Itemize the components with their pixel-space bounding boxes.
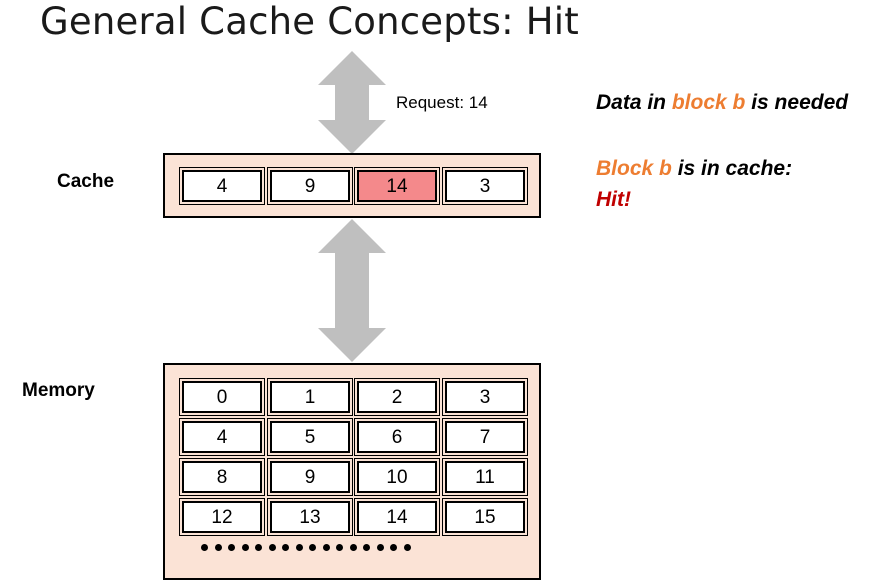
memory-block: 8: [179, 458, 265, 496]
cache-block: 9: [267, 167, 353, 205]
ellipsis-dot-icon: [282, 543, 289, 551]
memory-block: 13: [267, 498, 353, 536]
memory-block: 12: [179, 498, 265, 536]
ellipsis-dot-icon: [336, 543, 343, 551]
ellipsis-dot-icon: [349, 543, 357, 551]
note-data-needed-text-2: is needed: [745, 91, 849, 114]
cache-block: 4: [179, 167, 265, 205]
memory-block: 0: [179, 378, 265, 416]
memory-block: 11: [442, 458, 528, 496]
ellipsis-dot-icon: [322, 543, 330, 551]
memory-block: 9: [267, 458, 353, 496]
transfer-arrow-icon: [318, 219, 386, 362]
ellipsis-dot-icon: [241, 543, 249, 551]
memory-block: 6: [354, 418, 440, 456]
note-in-cache-text: is in cache:: [671, 157, 793, 180]
memory-block: 14: [354, 498, 440, 536]
memory-block: 5: [267, 418, 353, 456]
cache-label: Cache: [57, 171, 115, 192]
ellipsis-dot-icon: [376, 543, 384, 551]
ellipsis-dot-icon: [403, 543, 411, 551]
ellipsis-dot-icon: [295, 543, 303, 551]
ellipsis-dot-icon: [228, 543, 235, 551]
ellipsis-dot-icon: [309, 543, 316, 551]
memory-label: Memory: [22, 380, 95, 401]
note-data-needed: Data in block b is needed: [596, 87, 848, 118]
memory-block: 15: [442, 498, 528, 536]
memory-block: 4: [179, 418, 265, 456]
ellipsis-dot-icon: [201, 543, 208, 551]
request-label: Request: 14: [396, 93, 488, 112]
note-hit: Hit!: [596, 188, 631, 211]
memory-block: 2: [354, 378, 440, 416]
page-title: General Cache Concepts: Hit: [40, 0, 579, 43]
ellipsis-dot-icon: [214, 543, 222, 551]
memory-block: 7: [442, 418, 528, 456]
ellipsis-dot-icon: [255, 543, 262, 551]
cache-block: 3: [442, 167, 528, 205]
ellipsis-dot-icon: [363, 543, 370, 551]
note-block-in-cache: Block b is in cache:: [596, 153, 792, 184]
request-arrow-icon: [318, 51, 386, 154]
memory-ellipsis: [201, 541, 411, 553]
note-block-b-label: Block b: [596, 157, 672, 180]
memory-block: 3: [442, 378, 528, 416]
note-data-needed-text-1: Data in: [596, 91, 672, 114]
note-block-b-highlight: block b: [671, 91, 746, 114]
ellipsis-dot-icon: [268, 543, 276, 551]
ellipsis-dot-icon: [390, 543, 397, 551]
cache-block-hit: 14: [354, 167, 440, 205]
memory-block: 1: [267, 378, 353, 416]
memory-block: 10: [354, 458, 440, 496]
